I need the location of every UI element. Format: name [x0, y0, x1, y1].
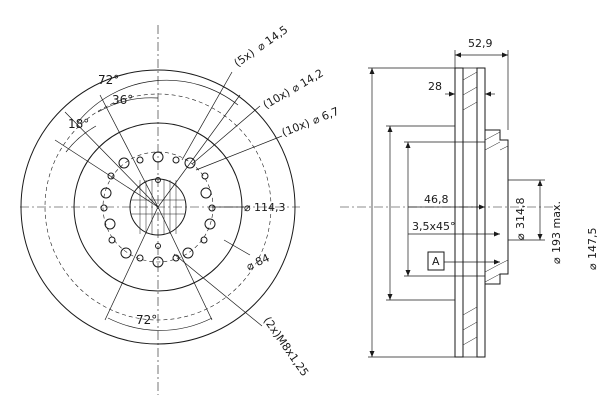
bolt-hole — [118, 157, 130, 169]
bolt-hole — [182, 247, 194, 259]
angle-ray — [157, 94, 241, 208]
chamfer-label: 3,5x45° — [412, 220, 456, 233]
bolt-hole — [204, 218, 216, 230]
bolt-hole — [104, 218, 116, 230]
angle-ray — [54, 139, 159, 208]
vane-hatch — [462, 71, 478, 346]
bolt-hole — [152, 151, 164, 163]
bolt-hole — [200, 187, 212, 199]
small-holes — [100, 156, 216, 262]
hat-height-label: 46,8 — [424, 193, 449, 206]
bolt-hole — [100, 187, 112, 199]
holes-5x-label: (5x) — [232, 46, 258, 69]
thread-m8-label: (2x)M8x1,25 — [261, 314, 312, 378]
angle-72-top-label: 72° — [98, 73, 119, 87]
angle-ray — [104, 206, 159, 321]
bolt-holes — [100, 151, 216, 268]
outer-friction-plate — [454, 67, 464, 358]
center-bore — [129, 178, 187, 236]
friction-ring-inner-edge — [44, 93, 272, 321]
holes-10x-a-label: (10x) — [261, 86, 293, 112]
side-view: 52,9 28 ⌀ 314,8 ⌀ 193 max. ⌀ 147,5 46,8 … — [340, 37, 599, 358]
angle-ray — [157, 206, 213, 321]
angle-18-label: 18° — [68, 117, 89, 131]
leader-m8 — [173, 253, 263, 327]
leader-6-7 — [195, 135, 283, 171]
diameter-symbol: ⌀ — [550, 257, 563, 264]
arc-36 — [97, 97, 159, 113]
dia-6-7-label: 6,7 — [320, 105, 341, 124]
angle-72-bottom-label: 72° — [136, 313, 157, 327]
center-hatch — [131, 180, 185, 234]
inner-friction-plate — [476, 67, 486, 358]
datum-box — [427, 251, 445, 271]
arc-18 — [65, 125, 97, 153]
front-view: 72° 36° 18° 72° (5x) ⌀ 14,5 (10x) ⌀ 14,2… — [20, 23, 341, 395]
angle-ray — [99, 94, 159, 208]
arrowheads — [369, 52, 543, 357]
angle-36-label: 36° — [112, 93, 133, 107]
arc-72-top — [77, 79, 239, 123]
arc-72-bottom — [107, 317, 213, 331]
outer-dia-label: 314,8 — [514, 198, 527, 230]
leader-14-2 — [191, 105, 261, 165]
leader-14-5 — [181, 71, 233, 161]
bolt-hole — [152, 256, 164, 268]
pcd-114-3-label: 114,3 — [254, 201, 286, 214]
diameter-symbol: ⌀ — [244, 259, 256, 274]
bolt-hole — [120, 247, 132, 259]
diameter-symbol: ⌀ — [514, 233, 527, 240]
hat-profile — [485, 129, 509, 285]
angle-ray — [64, 111, 159, 208]
dia-14-5-label: 14,5 — [263, 23, 291, 48]
disc-thickness-label: 28 — [428, 80, 442, 93]
diameter-symbol: ⌀ — [311, 112, 322, 127]
diameter-symbol: ⌀ — [586, 263, 599, 270]
holes-10x-b-label: (10x) — [280, 116, 312, 139]
diameter-symbol: ⌀ — [244, 201, 251, 214]
hub-dia-label: 147,5 — [586, 228, 599, 260]
bore-84-label: 84 — [253, 251, 271, 269]
dia-14-2-label: 14,2 — [298, 67, 326, 91]
friction-inner-label: 193 max. — [550, 201, 563, 253]
hat-hatch — [484, 131, 509, 283]
leader-84 — [223, 239, 251, 256]
total-width-label: 52,9 — [468, 37, 493, 50]
disc-outer-edge — [20, 69, 296, 345]
bolt-hole — [184, 157, 196, 169]
datum-label: A — [432, 255, 440, 268]
